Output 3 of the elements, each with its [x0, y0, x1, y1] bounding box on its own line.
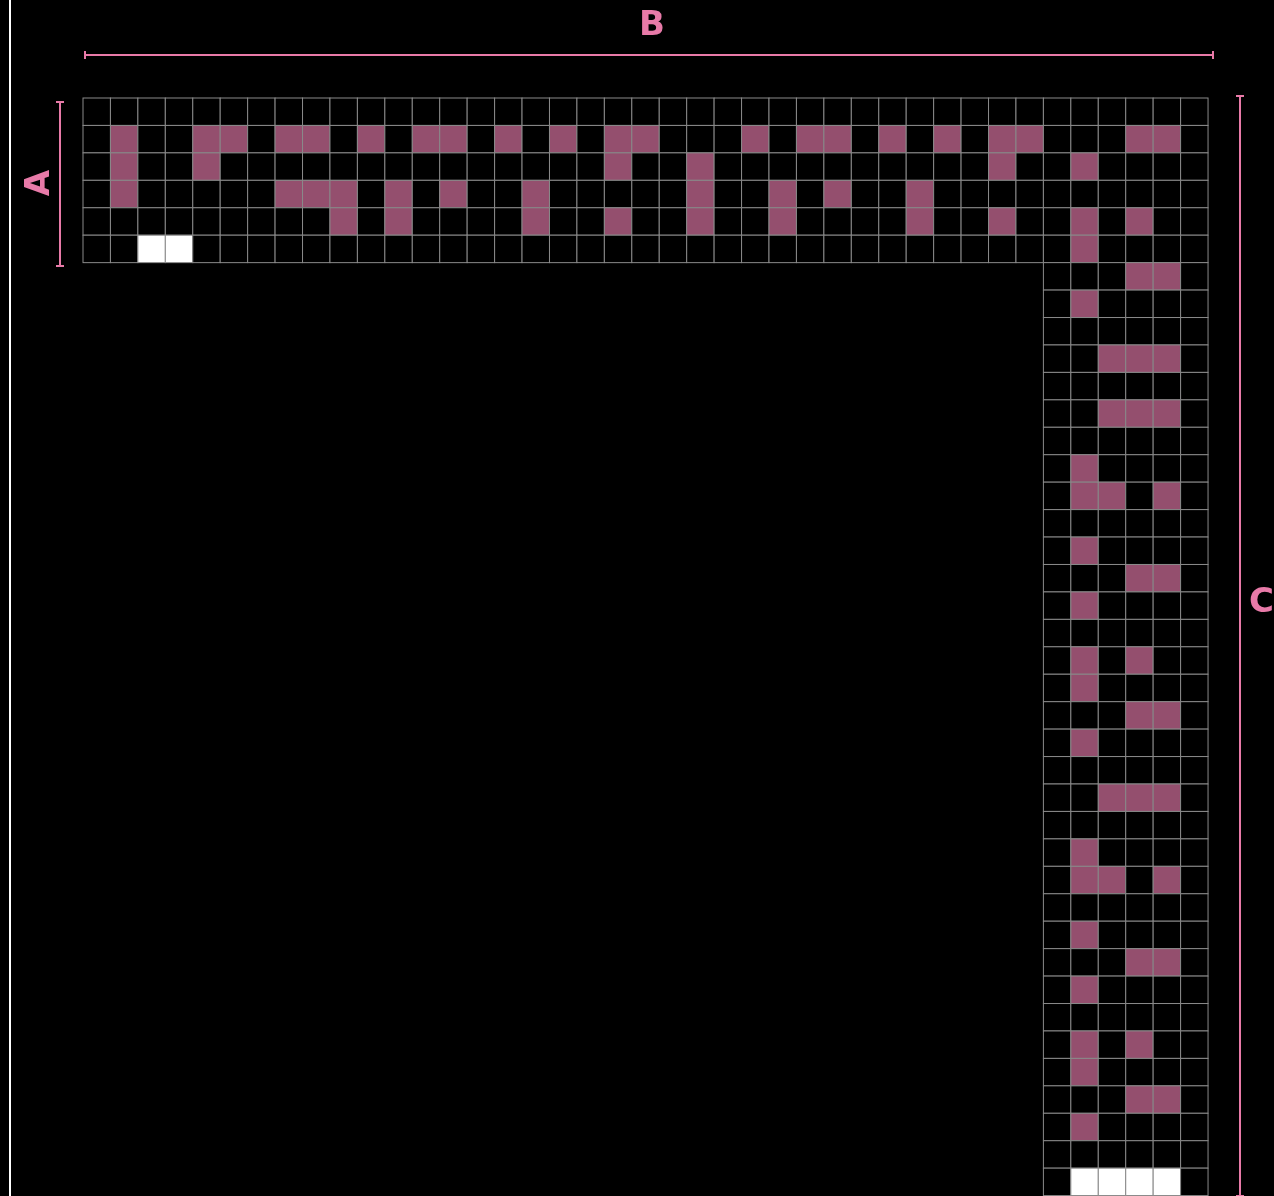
dimension-label: A: [20, 169, 55, 197]
dimension-label: C: [1249, 583, 1274, 617]
dimension-label: B: [639, 6, 665, 40]
